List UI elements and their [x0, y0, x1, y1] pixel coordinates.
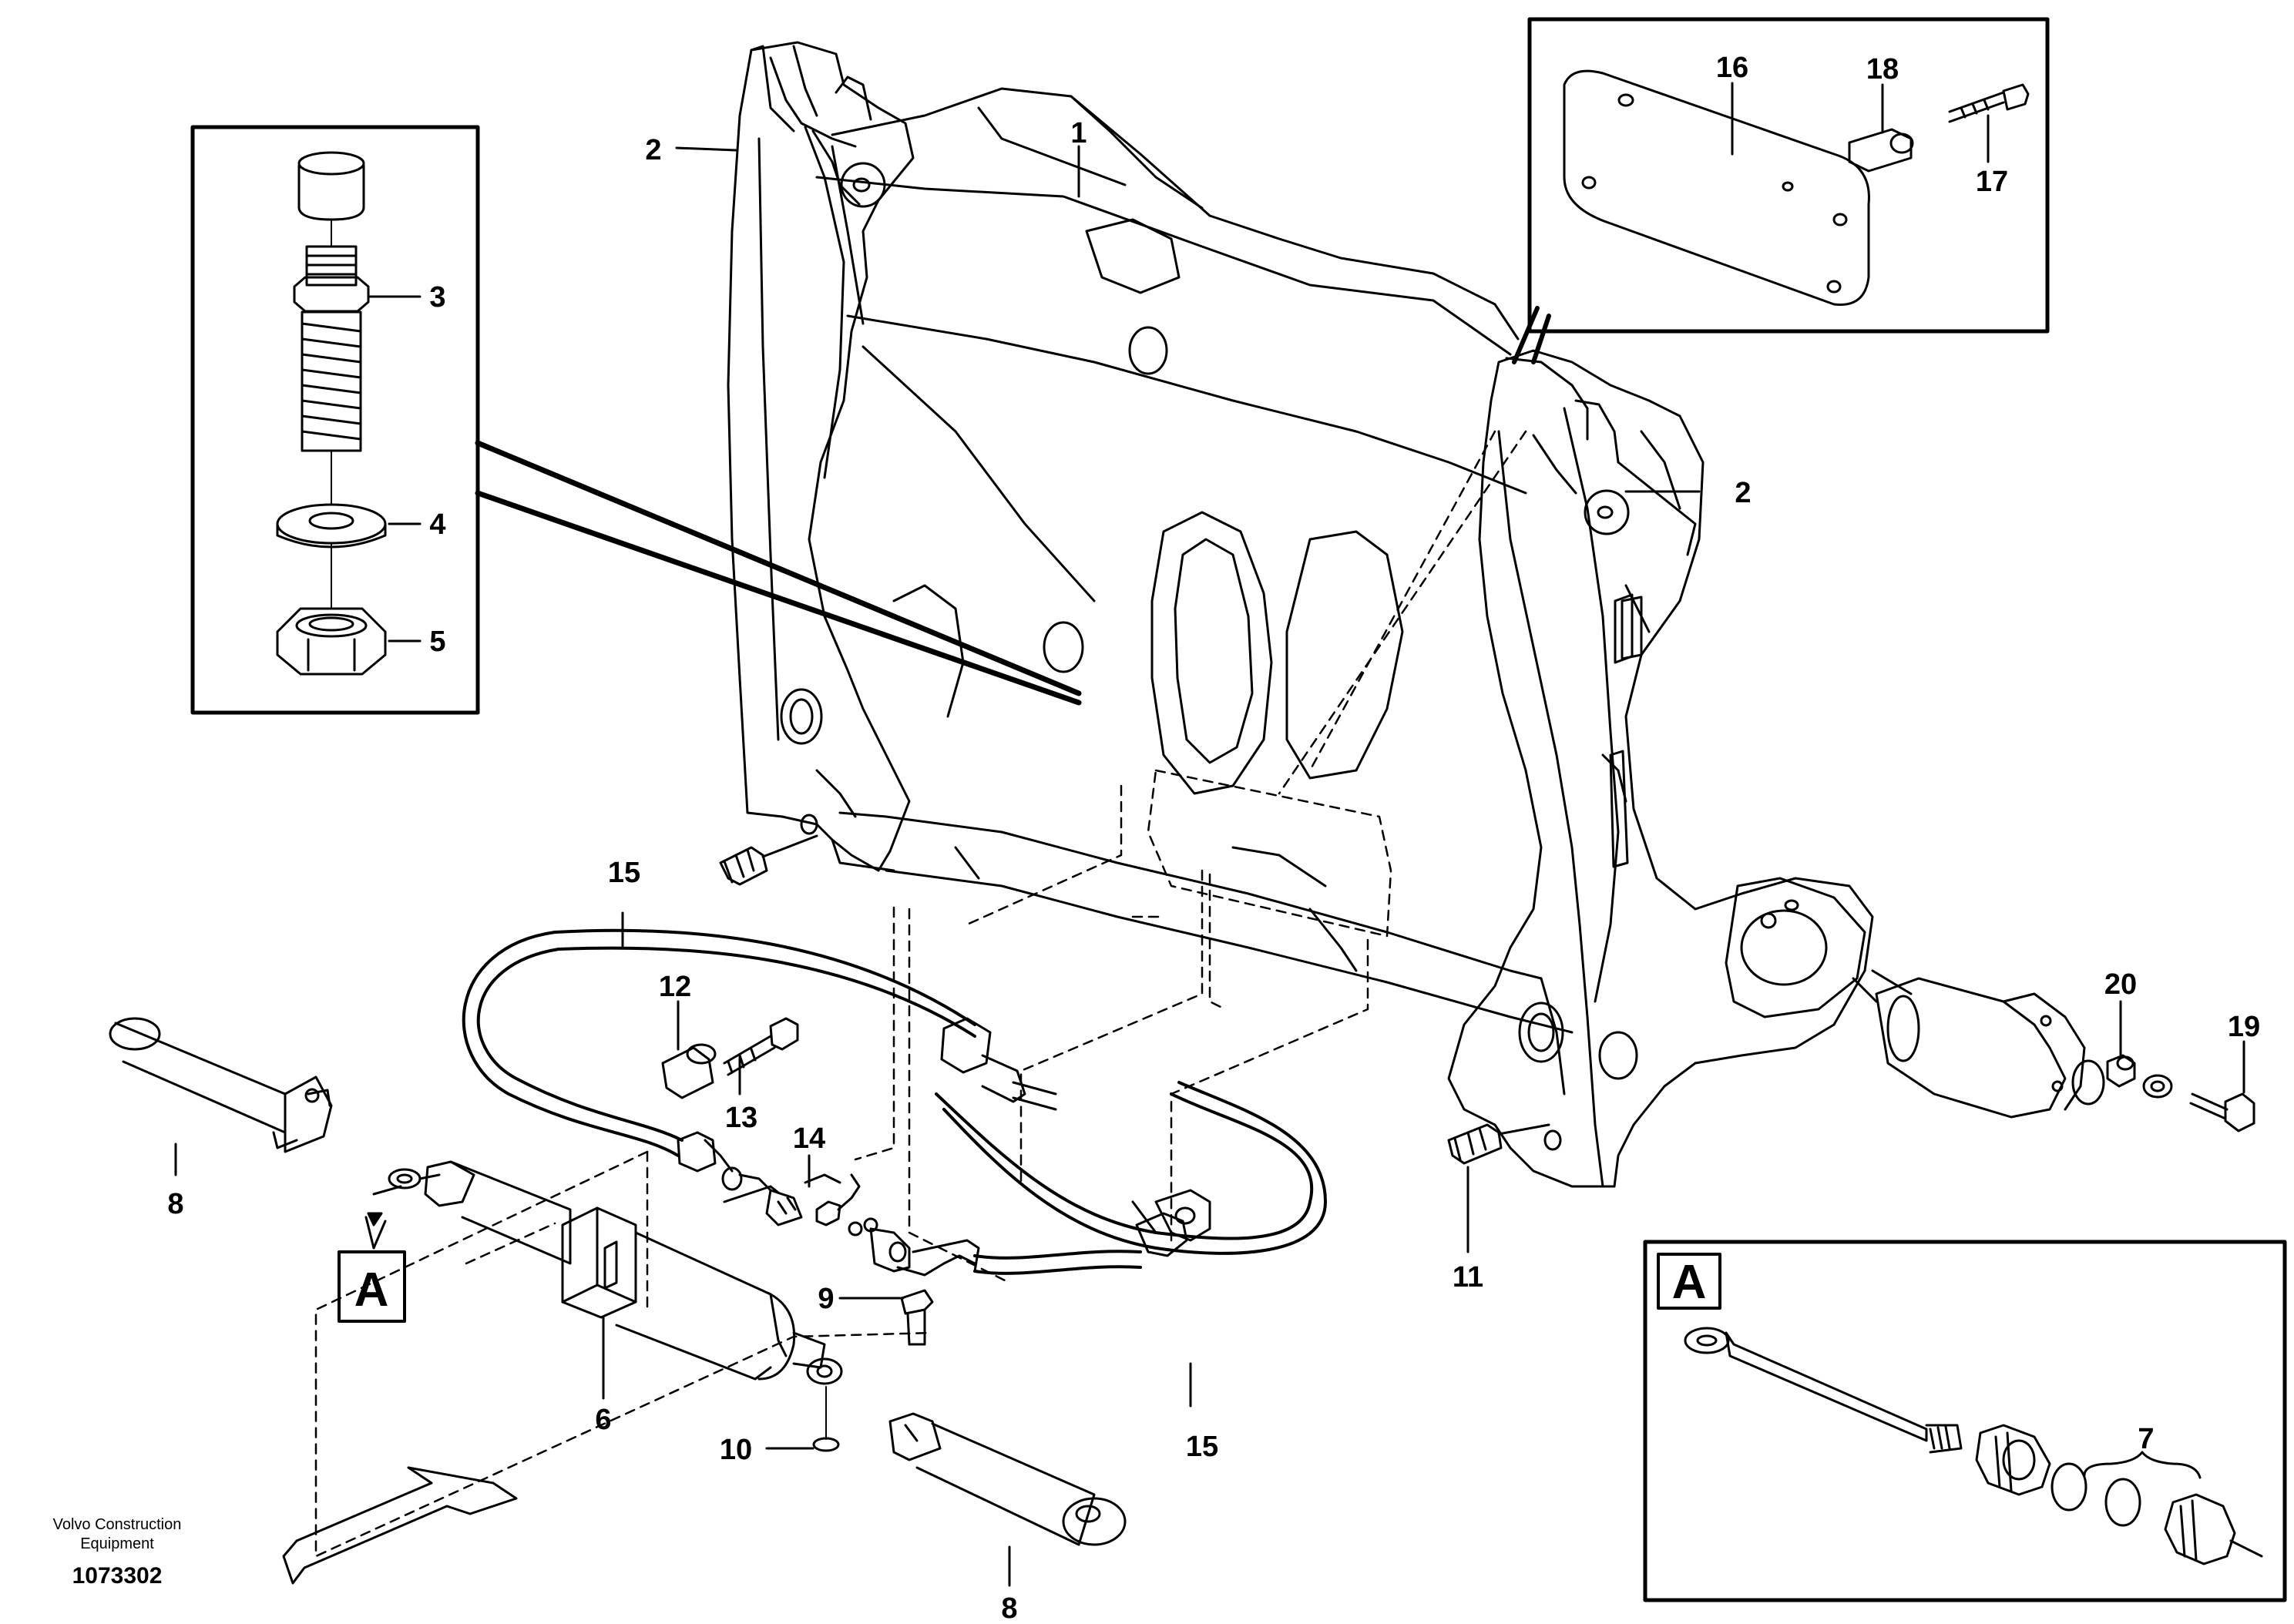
caption-company: Volvo Construction [53, 1516, 182, 1533]
callout-2-left: 2 [645, 134, 661, 166]
callout-4: 4 [429, 508, 445, 541]
callout-3: 3 [429, 281, 445, 314]
view-marker-a [338, 1185, 406, 1323]
callout-8-left: 8 [167, 1188, 183, 1220]
callout-15-top: 15 [608, 857, 640, 889]
detail-box-grease-nipple [190, 125, 480, 715]
callout-12: 12 [659, 971, 691, 1003]
callout-1: 1 [1070, 117, 1087, 149]
callout-7: 7 [2138, 1423, 2154, 1455]
drawing-number: 1073302 [72, 1563, 163, 1589]
caption-block: Volvo Construction Equipment 1073302 [53, 1516, 182, 1589]
callout-17: 17 [1976, 166, 2008, 198]
view-marker-label: A [354, 1263, 389, 1317]
detail-box-cover-plate [1527, 17, 2050, 334]
detail-box-a-rod-end [1643, 1240, 2287, 1602]
callout-20: 20 [2104, 968, 2137, 1001]
caption-company-line2: Equipment [80, 1535, 154, 1552]
hydraulic-cylinder [388, 1160, 843, 1385]
detail-pointer-right [1512, 306, 1551, 364]
locking-pin-right [888, 1412, 1127, 1546]
leader-lines [174, 145, 1701, 1587]
callout-11: 11 [1453, 1261, 1483, 1293]
forward-direction-arrow-icon [282, 1466, 518, 1585]
callout-5: 5 [429, 626, 445, 658]
callout-10: 10 [720, 1434, 752, 1466]
pivot-bushing [1852, 969, 2255, 1132]
callout-14: 14 [793, 1122, 825, 1155]
callout-6: 6 [595, 1404, 611, 1436]
callout-numbers: 1 2 2 3 4 5 6 7 8 8 9 10 11 12 13 14 15 … [167, 52, 2260, 1624]
callout-16: 16 [1716, 52, 1748, 84]
attachment-bracket-frame [727, 41, 1874, 1188]
hydraulic-hose [462, 928, 1327, 1277]
fittings-12-13-14 [661, 1017, 934, 1452]
callout-18: 18 [1866, 53, 1899, 86]
detail-box-label: A [1672, 1256, 1707, 1309]
callout-9: 9 [818, 1283, 834, 1315]
callout-15-bottom: 15 [1186, 1431, 1218, 1463]
callout-2-right: 2 [1735, 477, 1751, 509]
callout-13: 13 [725, 1102, 757, 1134]
grease-nipple-right [1447, 1123, 1550, 1165]
callout-19: 19 [2228, 1011, 2260, 1043]
callout-8-right: 8 [1001, 1592, 1017, 1620]
grease-nipple-left [719, 834, 818, 886]
locking-pin-left [109, 1017, 333, 1153]
detail-pointer-lines [475, 440, 1082, 706]
